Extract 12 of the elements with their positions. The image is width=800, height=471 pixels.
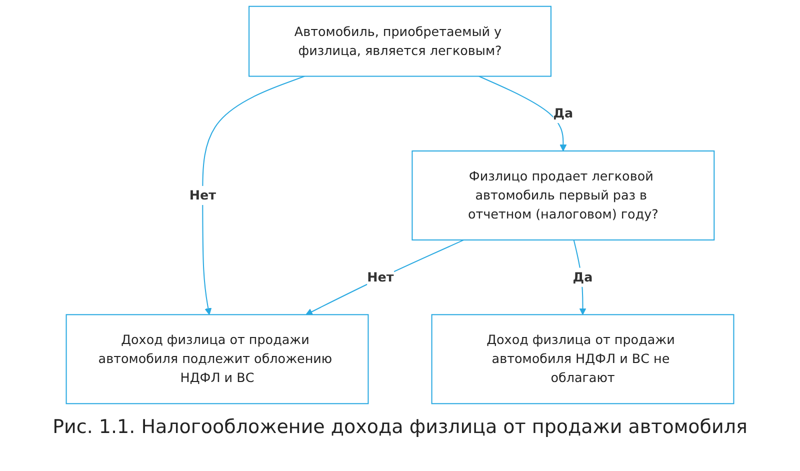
arrow xyxy=(306,239,464,315)
arrow xyxy=(478,76,567,152)
node-box: Доход физлица от продажи автомобиля НДФЛ и ВС не облагают xyxy=(431,314,734,404)
node-box: Автомобиль, приобретаемый у физлица, является легковым? xyxy=(248,6,552,77)
figure-caption: Рис. 1.1. Налогообложение дохода физлица от продажи автомобиля xyxy=(52,416,748,438)
arrow xyxy=(202,76,305,315)
edge-label: Нет xyxy=(189,188,216,203)
edge-label: Нет xyxy=(367,269,394,284)
edge-label: Да xyxy=(553,106,574,121)
edge-label: Да xyxy=(572,269,593,284)
node-box: Доход физлица от продажи автомобиля подлежит обложению НДФЛ и ВС xyxy=(66,314,369,404)
node-box: Физлицо продает легковой автомобиль первый раз в отчетном (налоговом) году? xyxy=(412,150,715,240)
